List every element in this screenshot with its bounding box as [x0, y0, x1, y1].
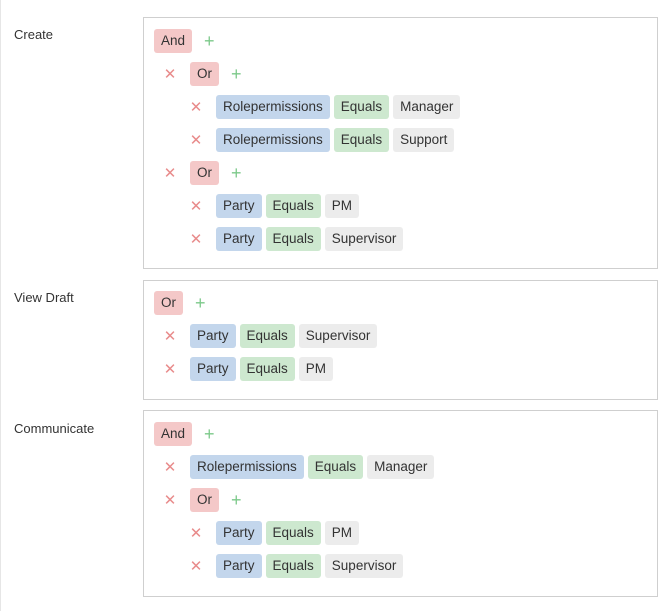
field-chip[interactable]: Rolepermissions — [216, 128, 330, 152]
group-operator-row: ✕ Or + — [162, 488, 242, 512]
value-chip[interactable]: PM — [324, 521, 360, 545]
rule-panel-communicate: And + ✕ Rolepermissions Equals Manager ✕… — [143, 410, 658, 597]
comparator-chip[interactable]: Equals — [239, 324, 295, 348]
group-operator-row: ✕ Or + — [162, 161, 242, 185]
remove-x-icon[interactable]: ✕ — [189, 525, 203, 542]
operator-or[interactable]: Or — [190, 161, 219, 185]
remove-x-icon[interactable]: ✕ — [163, 328, 177, 345]
value-chip[interactable]: Supervisor — [324, 554, 404, 578]
section-label-view-draft: View Draft — [14, 290, 74, 305]
value-chip[interactable]: Supervisor — [298, 324, 378, 348]
comparator-chip[interactable]: Equals — [265, 521, 321, 545]
comparator-chip[interactable]: Equals — [333, 128, 390, 152]
field-chip[interactable]: Party — [216, 194, 262, 218]
field-chip[interactable]: Party — [216, 227, 262, 251]
remove-x-icon[interactable]: ✕ — [189, 198, 203, 215]
field-chip[interactable]: Rolepermissions — [190, 455, 304, 479]
operator-or[interactable]: Or — [154, 291, 183, 315]
condition-row: ✕ Party Equals PM — [188, 521, 363, 545]
add-condition-plus-icon[interactable]: + — [204, 424, 215, 444]
remove-x-icon[interactable]: ✕ — [189, 231, 203, 248]
comparator-chip[interactable]: Equals — [239, 357, 295, 381]
field-chip[interactable]: Rolepermissions — [216, 95, 330, 119]
value-chip[interactable]: PM — [324, 194, 360, 218]
comparator-chip[interactable]: Equals — [265, 227, 321, 251]
root-operator-row: Or + — [154, 291, 206, 315]
comparator-chip[interactable]: Equals — [307, 455, 364, 479]
group-operator-row: ✕ Or + — [162, 62, 242, 86]
value-chip[interactable]: Supervisor — [324, 227, 404, 251]
field-chip[interactable]: Party — [216, 521, 262, 545]
section-label-communicate: Communicate — [14, 421, 95, 436]
value-chip[interactable]: PM — [298, 357, 334, 381]
rule-panel-create: And + ✕ Or + ✕ Rolepermissions Equals Ma… — [143, 17, 658, 269]
remove-x-icon[interactable]: ✕ — [163, 492, 177, 509]
comparator-chip[interactable]: Equals — [333, 95, 390, 119]
value-chip[interactable]: Manager — [367, 455, 435, 479]
condition-row: ✕ Party Equals Supervisor — [188, 554, 407, 578]
add-condition-plus-icon[interactable]: + — [231, 163, 242, 183]
operator-or[interactable]: Or — [190, 488, 219, 512]
add-condition-plus-icon[interactable]: + — [195, 293, 206, 313]
condition-row: ✕ Party Equals PM — [162, 357, 337, 381]
operator-and[interactable]: And — [154, 29, 193, 53]
field-chip[interactable]: Party — [190, 324, 236, 348]
remove-x-icon[interactable]: ✕ — [163, 361, 177, 378]
field-chip[interactable]: Party — [216, 554, 262, 578]
root-operator-row: And + — [154, 29, 215, 53]
left-border — [0, 0, 1, 611]
condition-row: ✕ Rolepermissions Equals Manager — [188, 95, 464, 119]
condition-row: ✕ Rolepermissions Equals Manager — [162, 455, 438, 479]
section-label-create: Create — [14, 27, 54, 42]
add-condition-plus-icon[interactable]: + — [231, 490, 242, 510]
condition-row: ✕ Party Equals Supervisor — [188, 227, 407, 251]
comparator-chip[interactable]: Equals — [265, 194, 321, 218]
remove-x-icon[interactable]: ✕ — [163, 165, 177, 182]
add-condition-plus-icon[interactable]: + — [204, 31, 215, 51]
value-chip[interactable]: Support — [393, 128, 455, 152]
condition-row: ✕ Rolepermissions Equals Support — [188, 128, 458, 152]
value-chip[interactable]: Manager — [393, 95, 461, 119]
add-condition-plus-icon[interactable]: + — [231, 64, 242, 84]
condition-row: ✕ Party Equals Supervisor — [162, 324, 381, 348]
condition-row: ✕ Party Equals PM — [188, 194, 363, 218]
operator-or[interactable]: Or — [190, 62, 219, 86]
comparator-chip[interactable]: Equals — [265, 554, 321, 578]
remove-x-icon[interactable]: ✕ — [189, 132, 203, 149]
operator-and[interactable]: And — [154, 422, 193, 446]
remove-x-icon[interactable]: ✕ — [189, 99, 203, 116]
remove-x-icon[interactable]: ✕ — [189, 558, 203, 575]
remove-x-icon[interactable]: ✕ — [163, 66, 177, 83]
remove-x-icon[interactable]: ✕ — [163, 459, 177, 476]
rule-panel-view-draft: Or + ✕ Party Equals Supervisor ✕ Party E… — [143, 280, 658, 400]
root-operator-row: And + — [154, 422, 215, 446]
field-chip[interactable]: Party — [190, 357, 236, 381]
